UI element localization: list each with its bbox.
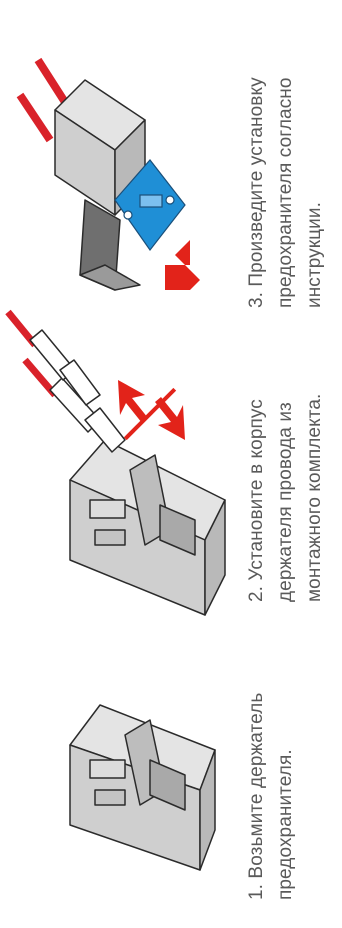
step-2-line-1: 2. Установите в корпус xyxy=(242,394,271,602)
step-2-instruction: 2. Установите в корпус держателя провода… xyxy=(242,394,329,602)
insert-arrow-icon xyxy=(165,240,200,290)
step-3-instruction: 3. Произведите установку предохранителя … xyxy=(242,77,329,308)
step-3-line-3: инструкции. xyxy=(300,77,329,308)
step-1-instruction: 1. Возьмите держатель предохранителя. xyxy=(242,693,300,900)
fuse-icon xyxy=(115,160,185,250)
step-1-line-1: 1. Возьмите держатель xyxy=(242,693,271,900)
step-3-line-1: 3. Произведите установку xyxy=(242,77,271,308)
step-2-line-3: монтажного комплекта. xyxy=(300,394,329,602)
step-2-line-2: держателя провода из xyxy=(271,394,300,602)
step-3-line-2: предохранителя согласно xyxy=(271,77,300,308)
step-1-line-2: предохранителя. xyxy=(271,693,300,900)
insert-arrows-icon xyxy=(118,380,185,440)
